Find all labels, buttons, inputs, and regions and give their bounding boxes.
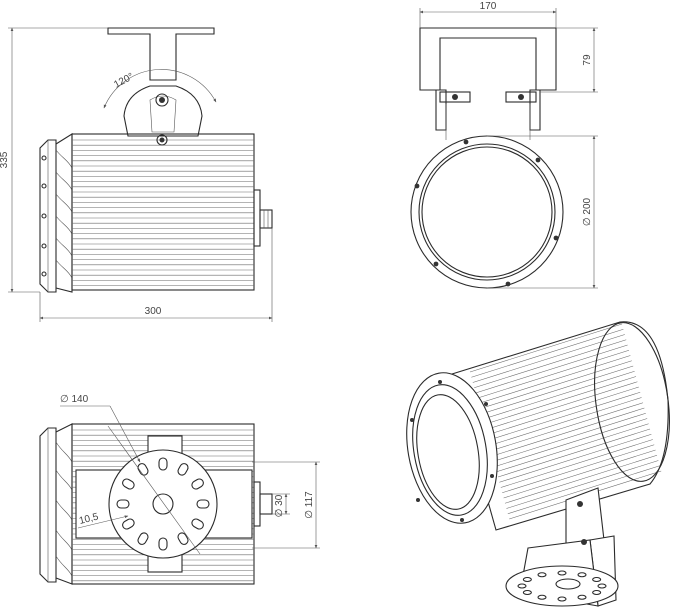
- mount-circle-label: ∅ 140: [60, 394, 89, 405]
- mount-slot: [116, 499, 130, 509]
- slot-label: 10,5: [78, 511, 100, 526]
- fin-line: [472, 334, 625, 383]
- fin-line: [485, 381, 638, 431]
- front-outer-ring: [410, 135, 564, 289]
- base-slot: [537, 572, 547, 578]
- fin-line: [502, 444, 655, 494]
- bracket-height-label: 79: [582, 54, 593, 66]
- fin-line: [499, 433, 652, 483]
- fin-line: [474, 339, 627, 389]
- height-label: 335: [0, 151, 10, 168]
- fin-line: [493, 412, 646, 462]
- isometric-view: [406, 321, 670, 607]
- width-label: 300: [145, 306, 162, 317]
- base-slot: [592, 589, 602, 596]
- fin-line: [496, 423, 649, 473]
- fin-line: [486, 386, 639, 436]
- fin-line: [503, 449, 656, 499]
- base-slot: [577, 594, 587, 600]
- flange-bolts: [41, 155, 47, 277]
- mount-slot: [196, 499, 210, 509]
- bottom-view: ∅ 140 10,5 ∅ 30 ∅ 117: [39, 394, 320, 585]
- mount-slot: [158, 457, 168, 471]
- side-body: [71, 133, 255, 291]
- fin-line: [497, 428, 651, 478]
- base-slot: [537, 594, 547, 600]
- mount-disc: [108, 449, 218, 559]
- base-slot: [522, 576, 532, 583]
- fin-line: [475, 344, 628, 394]
- fin-line: [490, 402, 644, 452]
- base-slot: [592, 576, 602, 583]
- front-view: 170 79 ∅ 200: [410, 1, 598, 289]
- body-diameter-label: ∅ 117: [304, 491, 315, 519]
- front-bracket: [419, 27, 557, 91]
- fin-line: [479, 360, 632, 410]
- mount-slot: [137, 532, 149, 545]
- fin-line: [492, 407, 645, 457]
- gland-label: ∅ 30: [274, 494, 285, 517]
- fin-line: [506, 460, 659, 509]
- mount-slot: [122, 518, 135, 530]
- fin-line: [488, 391, 641, 441]
- diameter-label: ∅ 200: [582, 197, 593, 226]
- mount-slot: [191, 478, 204, 490]
- fin-line: [504, 454, 658, 504]
- iso-flange: [406, 372, 498, 524]
- iso-base: [505, 565, 619, 607]
- mount-slot: [177, 532, 189, 545]
- base-slot: [557, 570, 567, 576]
- fin-line: [507, 465, 660, 515]
- mount-slots: [116, 457, 210, 551]
- front-bolts: [414, 139, 559, 287]
- base-slot: [577, 572, 587, 578]
- mount-slot: [191, 518, 204, 530]
- base-slot: [557, 596, 567, 602]
- fin-line: [478, 355, 631, 404]
- bracket-width-label: 170: [480, 1, 497, 12]
- mount-slot: [137, 463, 149, 476]
- fin-line: [483, 376, 637, 425]
- base-slot: [517, 583, 527, 589]
- fin-line: [471, 328, 624, 378]
- fin-line: [489, 397, 642, 446]
- base-slot: [522, 589, 532, 596]
- side-view: 120° 335 300: [0, 27, 273, 322]
- mount-slot: [122, 478, 135, 490]
- angle-label: 120°: [112, 71, 135, 90]
- fin-line: [500, 439, 653, 488]
- angle-arc: [103, 69, 217, 109]
- fin-line: [482, 370, 635, 420]
- fin-line: [481, 365, 634, 415]
- mount-slot: [177, 463, 189, 476]
- side-bracket-top: [107, 27, 215, 81]
- mount-slot: [158, 537, 168, 551]
- fin-line: [476, 349, 630, 399]
- iso-bolts: [410, 380, 494, 522]
- fin-line: [495, 418, 648, 467]
- side-bracket-yoke: [123, 85, 203, 137]
- fin-line: [469, 323, 623, 373]
- base-slot: [597, 583, 607, 589]
